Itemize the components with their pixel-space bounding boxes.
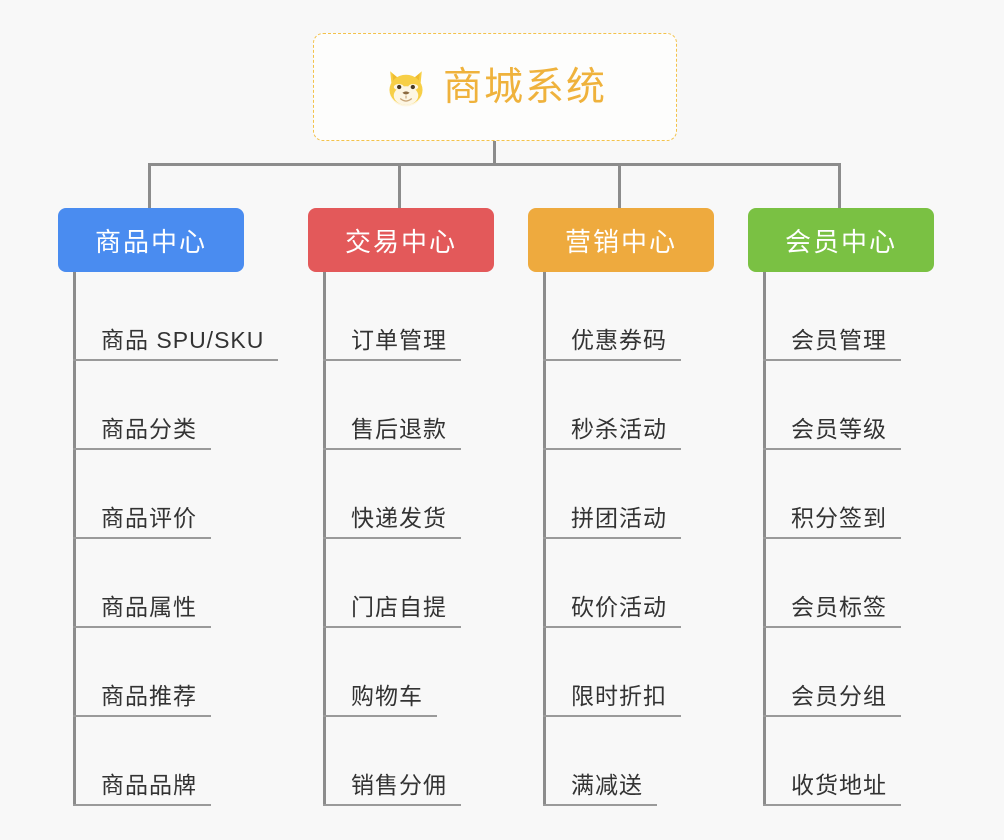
category-drop-line	[398, 163, 401, 208]
leaf-item[interactable]: 收货地址	[748, 717, 934, 806]
leaf-item-label: 秒杀活动	[543, 416, 681, 450]
category-spine-line	[543, 272, 546, 806]
leaf-item[interactable]: 会员等级	[748, 361, 934, 450]
leaf-item-label: 砍价活动	[543, 594, 681, 628]
category-drop-line	[838, 163, 841, 208]
leaf-item[interactable]: 购物车	[308, 628, 494, 717]
category-column-3: 营销中心优惠券码秒杀活动拼团活动砍价活动限时折扣满减送	[528, 163, 714, 806]
category-spine-line	[73, 272, 76, 806]
leaf-item-label: 门店自提	[323, 594, 461, 628]
leaf-item[interactable]: 售后退款	[308, 361, 494, 450]
leaf-item[interactable]: 积分签到	[748, 450, 934, 539]
category-column-2: 交易中心订单管理售后退款快递发货门店自提购物车销售分佣	[308, 163, 494, 806]
leaf-item-label: 售后退款	[323, 416, 461, 450]
dog-face-icon	[383, 64, 429, 110]
leaf-item-label: 销售分佣	[323, 772, 461, 806]
leaf-item[interactable]: 满减送	[528, 717, 714, 806]
leaf-item[interactable]: 秒杀活动	[528, 361, 714, 450]
category-item-list: 订单管理售后退款快递发货门店自提购物车销售分佣	[308, 272, 494, 806]
leaf-item-label: 会员管理	[763, 327, 901, 361]
leaf-item[interactable]: 会员标签	[748, 539, 934, 628]
category-header[interactable]: 商品中心	[58, 208, 244, 272]
root-stem-line	[493, 141, 496, 165]
leaf-item-label: 会员标签	[763, 594, 901, 628]
category-drop-line	[618, 163, 621, 208]
leaf-item[interactable]: 订单管理	[308, 272, 494, 361]
category-drop-line	[148, 163, 151, 208]
leaf-item-label: 商品评价	[73, 505, 211, 539]
leaf-item-label: 快递发货	[323, 505, 461, 539]
leaf-item-label: 会员等级	[763, 416, 901, 450]
leaf-item[interactable]: 会员分组	[748, 628, 934, 717]
leaf-item-label: 会员分组	[763, 683, 901, 717]
category-header[interactable]: 营销中心	[528, 208, 714, 272]
leaf-item[interactable]: 拼团活动	[528, 450, 714, 539]
leaf-item-label: 商品推荐	[73, 683, 211, 717]
category-column-4: 会员中心会员管理会员等级积分签到会员标签会员分组收货地址	[748, 163, 934, 806]
category-item-list: 商品 SPU/SKU 商品分类商品评价商品属性商品推荐商品品牌	[58, 272, 279, 806]
category-header[interactable]: 交易中心	[308, 208, 494, 272]
horizontal-bus-line	[150, 163, 840, 166]
leaf-item-label: 购物车	[323, 683, 437, 717]
leaf-item[interactable]: 商品品牌	[58, 717, 278, 806]
category-header-label: 营销中心	[564, 226, 677, 257]
leaf-item-label: 限时折扣	[543, 683, 681, 717]
leaf-item[interactable]: 快递发货	[308, 450, 494, 539]
category-item-list: 优惠券码秒杀活动拼团活动砍价活动限时折扣满减送	[528, 272, 714, 806]
category-column-1: 商品中心商品 SPU/SKU 商品分类商品评价商品属性商品推荐商品品牌	[58, 163, 279, 806]
category-spine-line	[763, 272, 766, 806]
leaf-item-label: 商品 SPU/SKU	[73, 327, 279, 361]
leaf-item-label: 收货地址	[763, 772, 901, 806]
leaf-item[interactable]: 销售分佣	[308, 717, 494, 806]
root-title: 商城系统	[442, 65, 607, 109]
category-spine-line	[323, 272, 326, 806]
leaf-item[interactable]: 商品分类	[58, 361, 278, 450]
leaf-item[interactable]: 会员管理	[748, 272, 934, 361]
leaf-item-label: 积分签到	[763, 505, 901, 539]
category-header[interactable]: 会员中心	[748, 208, 934, 272]
leaf-item[interactable]: 砍价活动	[528, 539, 714, 628]
category-header-label: 商品中心	[94, 226, 207, 257]
leaf-item-label: 商品属性	[73, 594, 211, 628]
leaf-item[interactable]: 限时折扣	[528, 628, 714, 717]
category-header-label: 交易中心	[344, 226, 457, 257]
category-header-label: 会员中心	[784, 226, 897, 257]
leaf-item-label: 优惠券码	[543, 327, 681, 361]
leaf-item-label: 商品品牌	[73, 772, 211, 806]
leaf-item[interactable]: 商品评价	[58, 450, 278, 539]
leaf-item-label: 满减送	[543, 772, 657, 806]
leaf-item[interactable]: 商品 SPU/SKU	[58, 272, 279, 361]
leaf-item-label: 商品分类	[73, 416, 211, 450]
leaf-item-label: 订单管理	[323, 327, 461, 361]
leaf-item[interactable]: 优惠券码	[528, 272, 714, 361]
category-item-list: 会员管理会员等级积分签到会员标签会员分组收货地址	[748, 272, 934, 806]
leaf-item[interactable]: 商品推荐	[58, 628, 278, 717]
leaf-item[interactable]: 商品属性	[58, 539, 278, 628]
root-node[interactable]: 商城系统	[313, 33, 677, 141]
leaf-item-label: 拼团活动	[543, 505, 681, 539]
leaf-item[interactable]: 门店自提	[308, 539, 494, 628]
